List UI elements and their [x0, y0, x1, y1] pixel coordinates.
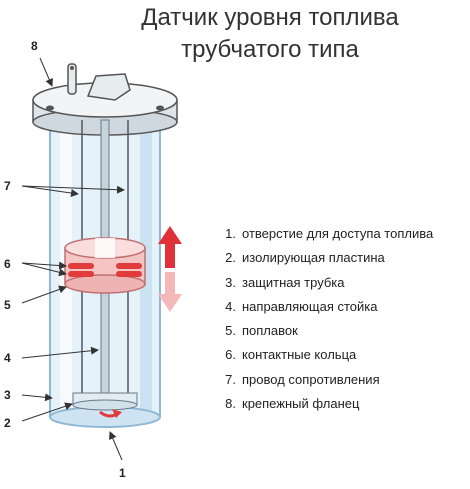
legend-text: направляющая стойка	[242, 298, 378, 314]
callout-5: 5	[4, 298, 11, 312]
legend-text: провод сопротивления	[242, 371, 380, 387]
contact-rings	[68, 263, 142, 277]
legend-number: 2.	[225, 250, 236, 266]
legend-item: 4. направляющая стойка	[216, 295, 433, 319]
legend-text: изолирующая пластина	[242, 250, 385, 266]
legend-text: защитная трубка	[242, 274, 345, 290]
legend-item: 5. поплавок	[216, 319, 433, 343]
callout-1: 1	[119, 466, 126, 480]
callout-3: 3	[4, 388, 11, 402]
insulating-plate	[72, 392, 138, 411]
legend-text: отверстие для доступа топлива	[242, 226, 434, 241]
legend-number: 7.	[225, 371, 236, 387]
float-movement-arrows	[158, 226, 182, 312]
legend-item: 3. защитная трубка	[216, 271, 433, 295]
legend-text: крепежный фланец	[242, 396, 360, 412]
legend-number: 6.	[225, 347, 236, 363]
legend-item: 8. крепежный фланец	[216, 392, 433, 416]
legend-text: поплавок	[242, 323, 298, 339]
title-line-1: Датчик уровня топлива	[141, 4, 399, 31]
parts-legend: 1. отверстие для доступа топлива 2. изолир…	[216, 222, 433, 416]
legend-item: 6. контактные кольца	[216, 343, 433, 367]
callout-6: 6	[4, 257, 11, 271]
legend-number: 3.	[225, 274, 236, 290]
legend-number: 1.	[225, 226, 236, 241]
callout-8: 8	[31, 39, 38, 53]
callout-leaders	[21, 57, 125, 461]
mounting-flange	[32, 63, 178, 136]
legend-item: 1. отверстие для доступа топлива	[216, 222, 433, 246]
legend-number: 8.	[225, 396, 236, 412]
legend-item: 7. провод сопротивления	[216, 368, 433, 392]
legend-item: 2. изолирующая пластина	[216, 246, 433, 270]
callout-4: 4	[4, 351, 11, 365]
fuel-access-hole	[99, 409, 122, 418]
legend-text: контактные кольца	[242, 347, 357, 363]
diagram-title: Датчик уровня топлива трубчатого типа	[80, 2, 460, 66]
title-line-2: трубчатого типа	[181, 36, 359, 63]
callout-2: 2	[4, 416, 11, 430]
legend-number: 5.	[225, 323, 236, 339]
callout-7: 7	[4, 179, 11, 193]
legend-number: 4.	[225, 298, 236, 314]
